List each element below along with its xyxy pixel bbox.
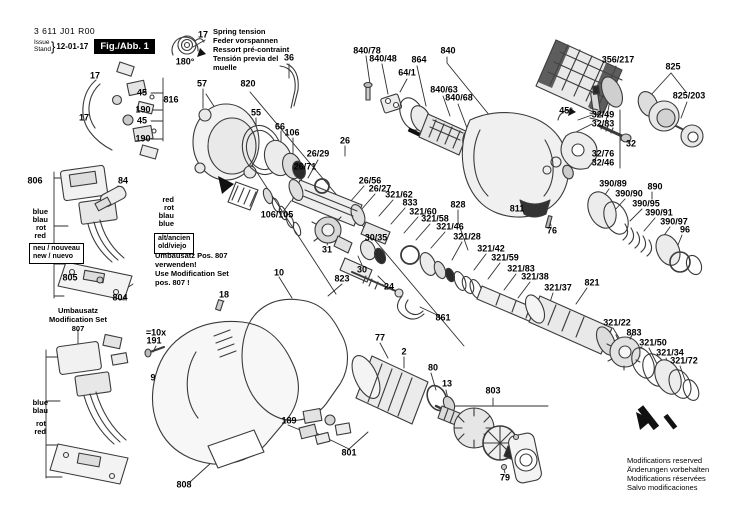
main-housing-811-art bbox=[461, 112, 570, 229]
hook-36-art bbox=[279, 63, 299, 109]
title-block: 3 611 J01 R00 Issue Stand } 12-01-17 Fig… bbox=[34, 26, 155, 54]
spring-tension-icon-art bbox=[171, 35, 206, 57]
switch-module-806-art bbox=[57, 164, 133, 301]
spring-stack-390-art bbox=[587, 191, 703, 276]
gear-housing-57-820-art bbox=[192, 103, 306, 211]
issue-brace: } bbox=[51, 39, 56, 54]
issue-label-de: Stand bbox=[34, 45, 51, 53]
striker-assembly-26-art bbox=[262, 178, 391, 245]
armature-803-art bbox=[426, 384, 542, 484]
housing-clamshell-art bbox=[144, 298, 352, 469]
lever-group-32-art bbox=[542, 85, 601, 180]
document-number: 3 611 J01 R00 bbox=[34, 26, 96, 36]
issue-label-en: Issue bbox=[34, 38, 50, 46]
modification-set-807-art bbox=[49, 333, 129, 485]
motor-field-2-art bbox=[351, 355, 429, 425]
hammer-tube-821-art bbox=[524, 294, 617, 356]
knob-825-art bbox=[637, 91, 704, 148]
gear-ring-stack-321-art bbox=[606, 334, 700, 431]
chuck-art bbox=[535, 39, 632, 143]
wiring-connectors-816-art bbox=[82, 61, 159, 160]
figure-number-badge: Fig./Abb. 1 bbox=[94, 39, 155, 54]
gear-group-31-30-24-art bbox=[311, 216, 425, 320]
issue-date: 12-01-17 bbox=[56, 42, 89, 51]
issue-stand-label: Issue Stand bbox=[34, 38, 51, 54]
